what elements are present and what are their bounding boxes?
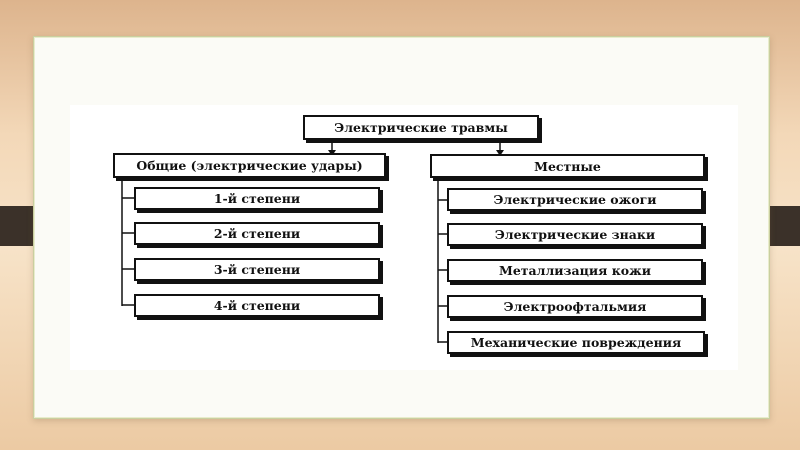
right-item-label: Механические повреждения [470, 335, 682, 350]
right-item-label: Металлизация кожи [499, 263, 651, 278]
arrow-right-icon [496, 150, 504, 156]
right-item-4: Электроофтальмия [447, 295, 703, 318]
right-item-label: Электрические знаки [494, 227, 656, 242]
right-item-label: Электроофтальмия [503, 299, 647, 314]
right-item-1: Электрические ожоги [447, 188, 703, 211]
left-item-label: 3-й степени [213, 262, 301, 277]
right-category-label: Местные [534, 158, 601, 174]
left-item-4: 4-й степени [134, 294, 380, 317]
right-item-2: Электрические знаки [447, 223, 703, 246]
left-category-box: Общие (электрические удары) [113, 153, 386, 178]
left-item-label: 1-й степени [213, 191, 301, 206]
left-item-3: 3-й степени [134, 258, 380, 281]
left-item-label: 4-й степени [213, 298, 301, 313]
root-box: Электрические травмы [303, 115, 539, 140]
left-item-1: 1-й степени [134, 187, 380, 210]
right-item-3: Металлизация кожи [447, 259, 703, 282]
left-item-label: 2-й степени [213, 226, 301, 241]
right-category-box: Местные [430, 154, 705, 178]
root-label: Электрические травмы [334, 120, 508, 135]
left-category-label: Общие (электрические удары) [136, 158, 363, 173]
right-item-label: Электрические ожоги [493, 192, 657, 207]
left-item-2: 2-й степени [134, 222, 380, 245]
right-item-5: Механические повреждения [447, 331, 705, 354]
